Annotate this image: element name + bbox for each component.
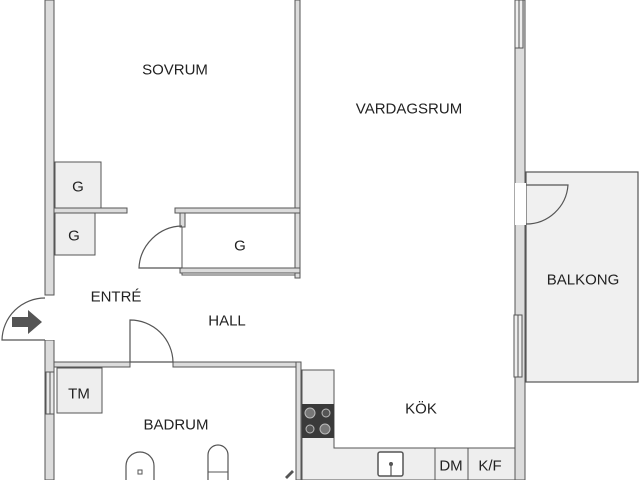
outer-wall-right xyxy=(514,0,526,480)
room-label-entre: ENTRÉ xyxy=(90,288,142,306)
wardrobe-label-2: G xyxy=(68,227,80,245)
closet-door-swing xyxy=(138,225,183,269)
wall-sovrum-right xyxy=(294,0,301,279)
wardrobe-1 xyxy=(54,161,102,209)
wall-sovrum-bottom-left xyxy=(53,207,128,214)
bathroom-door-swing xyxy=(129,319,174,363)
wall-sovrum-bottom-right xyxy=(174,207,301,214)
wardrobe-2 xyxy=(54,212,96,256)
balcony-area xyxy=(525,171,639,383)
washbasin-icon xyxy=(125,451,155,480)
balcony-door-swing xyxy=(525,184,569,225)
room-label-sovrum: SOVRUM xyxy=(142,61,208,79)
toilet-icon xyxy=(207,444,229,480)
outer-wall-left xyxy=(44,0,55,296)
wall-badrum-top-left xyxy=(53,361,131,368)
room-label-kok: KÖK xyxy=(405,400,437,418)
room-label-balkong: BALKONG xyxy=(546,271,620,289)
washing-machine xyxy=(56,367,103,414)
shower-icon xyxy=(285,470,294,479)
entry-arrow-icon xyxy=(12,310,42,334)
dishwasher-label: DM xyxy=(439,457,463,475)
closet-hall xyxy=(181,212,296,276)
room-label-vardagsrum: VARDAGSRUM xyxy=(355,100,463,118)
wall-badrum-top-right xyxy=(172,361,302,368)
kitchen-counter xyxy=(301,369,516,480)
wardrobe-label-1: G xyxy=(72,178,84,196)
closet-label-hall: G xyxy=(234,237,246,255)
room-label-hall: HALL xyxy=(208,312,246,330)
wall-badrum-right xyxy=(295,361,302,480)
fridge-freezer-label: K/F xyxy=(478,457,502,475)
room-label-badrum: BADRUM xyxy=(143,416,209,434)
washing-machine-label: TM xyxy=(68,385,90,403)
entry-door-swing xyxy=(1,297,46,341)
